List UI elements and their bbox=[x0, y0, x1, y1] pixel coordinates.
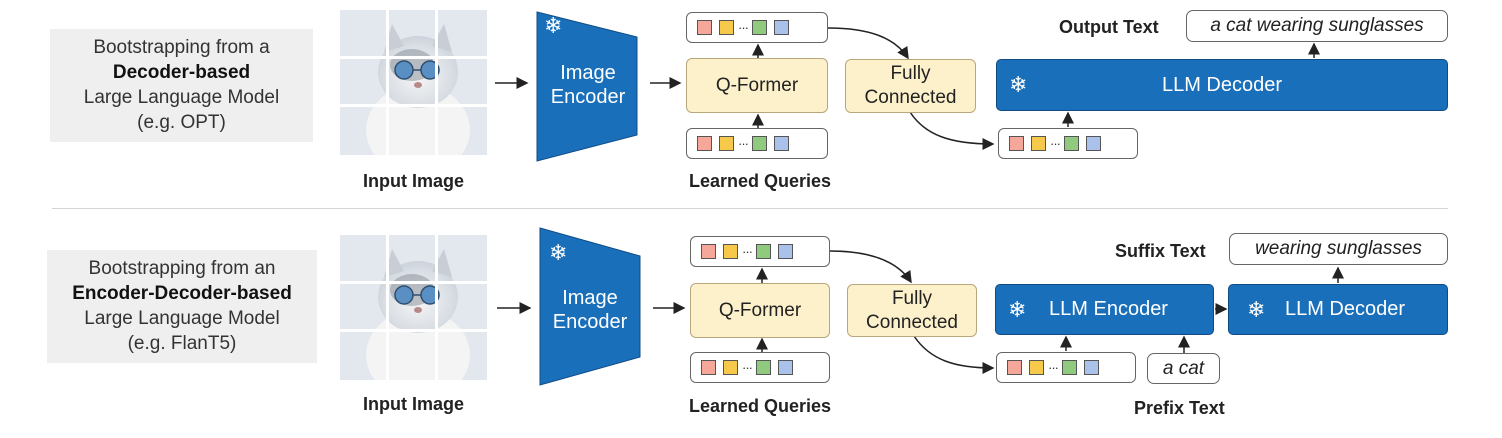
row2-learned-queries-caption: Learned Queries bbox=[688, 396, 832, 416]
row2-desc-line3: Large Language Model bbox=[84, 308, 280, 329]
row1-qformer: Q-Former bbox=[686, 58, 828, 113]
row2-learned-queries: ··· bbox=[690, 352, 830, 383]
row2-desc-line1: Bootstrapping from an bbox=[88, 258, 276, 279]
row1-input-image bbox=[340, 10, 487, 155]
row1-desc-line3: Large Language Model bbox=[83, 87, 280, 108]
row2-desc-line2: Encoder-Decoder-based bbox=[72, 283, 292, 304]
cat-photo bbox=[340, 10, 487, 155]
row1-learned-queries: ··· bbox=[686, 128, 828, 159]
row1-learned-queries-caption: Learned Queries bbox=[688, 171, 832, 191]
row2-llm-decoder-label: LLM Decoder bbox=[1284, 298, 1406, 320]
row2-desc-line4: (e.g. FlanT5) bbox=[127, 333, 237, 354]
row2-input-image-caption: Input Image bbox=[362, 394, 464, 414]
row1-llm-decoder-label: LLM Decoder bbox=[1161, 73, 1283, 96]
row2-llm-encoder: ❄ LLM Encoder bbox=[995, 284, 1214, 335]
snowflake-glyph: ❄ bbox=[1009, 72, 1028, 97]
row2-image-encoder bbox=[539, 227, 641, 386]
row1-llm-decoder: snowflake-icon ❄ LLM Decoder bbox=[996, 59, 1448, 111]
row2-description: Bootstrapping from an Encoder-Decoder-ba… bbox=[47, 250, 317, 363]
row2-image-encoder-label: Image Encoder bbox=[552, 287, 628, 333]
row2-prefix-text-box: a cat bbox=[1147, 353, 1220, 384]
row2-query-output-tokens: ··· bbox=[690, 236, 830, 267]
row2-soft-prompt-tokens: ··· bbox=[996, 352, 1136, 383]
row1-soft-prompt-tokens: ··· bbox=[998, 128, 1138, 159]
row2-llm-encoder-label: LLM Encoder bbox=[1049, 298, 1168, 320]
row2-qformer: Q-Former bbox=[690, 283, 830, 338]
snowflake-icon: ❄ bbox=[544, 13, 563, 38]
row1-description: Bootstrapping from a Decoder-based Large… bbox=[50, 29, 313, 142]
row1-image-encoder-label: Image Encoder bbox=[550, 62, 626, 108]
row1-fully-connected: Fully Connected bbox=[845, 59, 976, 113]
snowflake-icon: ❄ bbox=[1247, 297, 1266, 322]
row2-prefix-text-label: Prefix Text bbox=[1134, 398, 1225, 418]
row1-output-text-label: Output Text bbox=[1059, 17, 1159, 37]
row2-llm-decoder: ❄ LLM Decoder bbox=[1228, 284, 1448, 335]
row1-query-output-tokens: ··· bbox=[686, 12, 828, 43]
row2-suffix-text-box: wearing sunglasses bbox=[1229, 233, 1448, 265]
row1-output-text-box: a cat wearing sunglasses bbox=[1186, 10, 1448, 42]
row1-desc-line2: Decoder-based bbox=[112, 62, 251, 83]
cat-photo bbox=[340, 235, 487, 380]
row2-fully-connected: Fully Connected bbox=[847, 284, 977, 337]
row2-input-image bbox=[340, 235, 487, 380]
row2-suffix-text-label: Suffix Text bbox=[1115, 241, 1206, 261]
row1-desc-line4: (e.g. OPT) bbox=[137, 112, 226, 133]
row-divider bbox=[52, 208, 1448, 209]
snowflake-icon: ❄ bbox=[1008, 297, 1027, 322]
snowflake-icon: ❄ bbox=[549, 240, 568, 265]
row1-desc-line1: Bootstrapping from a bbox=[93, 37, 270, 58]
row1-image-encoder bbox=[536, 11, 638, 162]
row1-input-image-caption: Input Image bbox=[362, 171, 464, 191]
